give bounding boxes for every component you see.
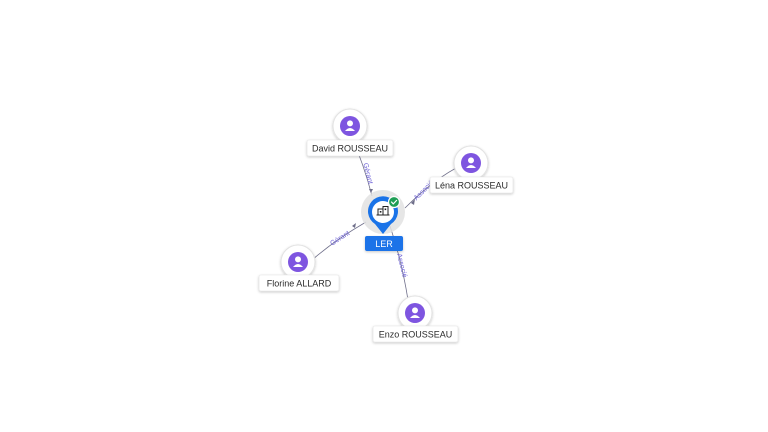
person-node-david[interactable] bbox=[332, 108, 368, 144]
edge-arrow bbox=[411, 199, 415, 205]
person-label-florine[interactable]: Florine ALLARD bbox=[258, 274, 340, 292]
svg-text:David ROUSSEAU: David ROUSSEAU bbox=[312, 144, 388, 154]
edge-line bbox=[389, 225, 409, 301]
edge-arrow bbox=[352, 223, 356, 228]
svg-text:LER: LER bbox=[375, 239, 393, 249]
person-label-david[interactable]: David ROUSSEAU bbox=[306, 139, 394, 157]
edge-line bbox=[311, 221, 367, 261]
person-label-enzo[interactable]: Enzo ROUSSEAU bbox=[372, 325, 459, 343]
verified-check-icon bbox=[387, 195, 401, 209]
edge-label-florine: Gérant bbox=[329, 230, 351, 248]
person-label-lena[interactable]: Léna ROUSSEAU bbox=[429, 176, 514, 194]
person-node-lena[interactable] bbox=[453, 145, 489, 181]
edge-arrow bbox=[369, 189, 373, 193]
edge-florine: Gérant bbox=[311, 221, 367, 261]
svg-text:Enzo ROUSSEAU: Enzo ROUSSEAU bbox=[379, 330, 453, 340]
building-icon bbox=[376, 206, 390, 216]
edge-label-enzo: Associé bbox=[395, 253, 408, 279]
person-node-florine[interactable] bbox=[280, 244, 316, 280]
company-node[interactable] bbox=[361, 190, 405, 234]
person-node-enzo[interactable] bbox=[397, 295, 433, 331]
svg-text:Léna ROUSSEAU: Léna ROUSSEAU bbox=[435, 181, 508, 191]
edge-label-david: Gérant bbox=[361, 162, 373, 185]
svg-text:Florine ALLARD: Florine ALLARD bbox=[267, 279, 332, 289]
company-label[interactable]: LER bbox=[365, 236, 403, 251]
